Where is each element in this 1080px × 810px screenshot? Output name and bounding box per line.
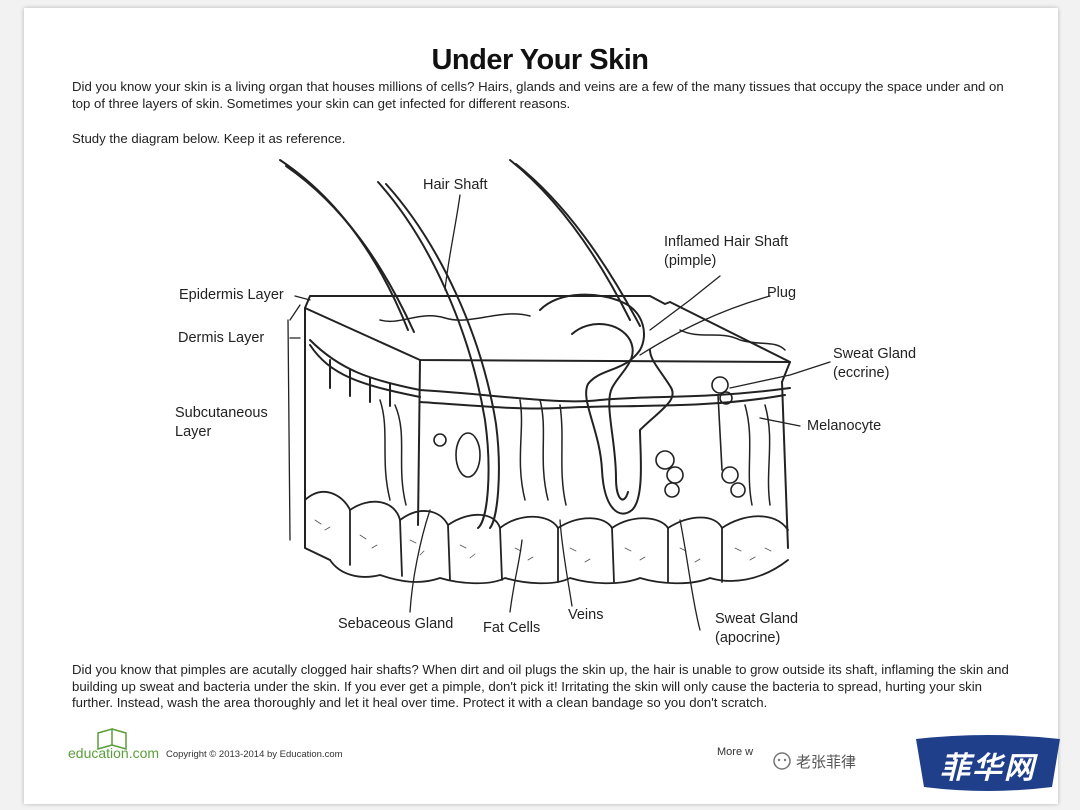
book-logo-icon xyxy=(97,728,127,750)
label-sweat-gland-eccrine: Sweat Gland(eccrine) xyxy=(833,346,917,381)
veins xyxy=(379,399,771,506)
label-hair-shaft: Hair Shaft xyxy=(423,177,488,193)
label-fat-cells: Fat Cells xyxy=(483,620,541,636)
fat-cells xyxy=(304,491,789,585)
hair-shafts xyxy=(279,159,641,529)
copyright-notice: Copyright © 2013-2014 by Education.com xyxy=(166,749,343,760)
watermark-text: 老张菲律 xyxy=(796,753,857,771)
layer-boundaries xyxy=(309,339,791,410)
watermark-badge-text: 菲华网 xyxy=(940,751,1036,786)
education-logo[interactable]: education.com xyxy=(68,745,160,761)
chat-bubble-icon xyxy=(773,752,791,770)
epidermis-surface xyxy=(379,313,786,351)
page-title: Under Your Skin xyxy=(431,44,649,76)
label-plug: Plug xyxy=(767,285,797,301)
label-sweat-gland-apocrine: Sweat Gland(apocrine) xyxy=(715,611,799,646)
leader-lines xyxy=(287,194,831,631)
label-sebaceous-gland: Sebaceous Gland xyxy=(338,616,454,632)
more-worksheets-link[interactable]: More w xyxy=(717,746,754,758)
label-dermis: Dermis Layer xyxy=(178,330,265,346)
pimple xyxy=(539,293,674,515)
watermark-badge-icon xyxy=(916,735,1060,791)
fat-texture xyxy=(314,519,772,563)
label-inflamed-hair-shaft: Inflamed Hair Shaft(pimple) xyxy=(664,234,789,269)
label-epidermis: Epidermis Layer xyxy=(179,287,284,303)
outro-paragraph: Did you know that pimples are acutally c… xyxy=(72,662,1009,711)
study-instruction: Study the diagram below. Keep it as refe… xyxy=(72,131,346,146)
sebaceous-gland xyxy=(433,432,481,478)
skin-block-outline xyxy=(304,295,791,561)
label-melanocyte: Melanocyte xyxy=(807,418,882,434)
label-veins: Veins xyxy=(568,607,604,623)
intro-paragraph: Did you know your skin is a living organ… xyxy=(72,79,1004,111)
sweat-glands xyxy=(655,376,746,498)
